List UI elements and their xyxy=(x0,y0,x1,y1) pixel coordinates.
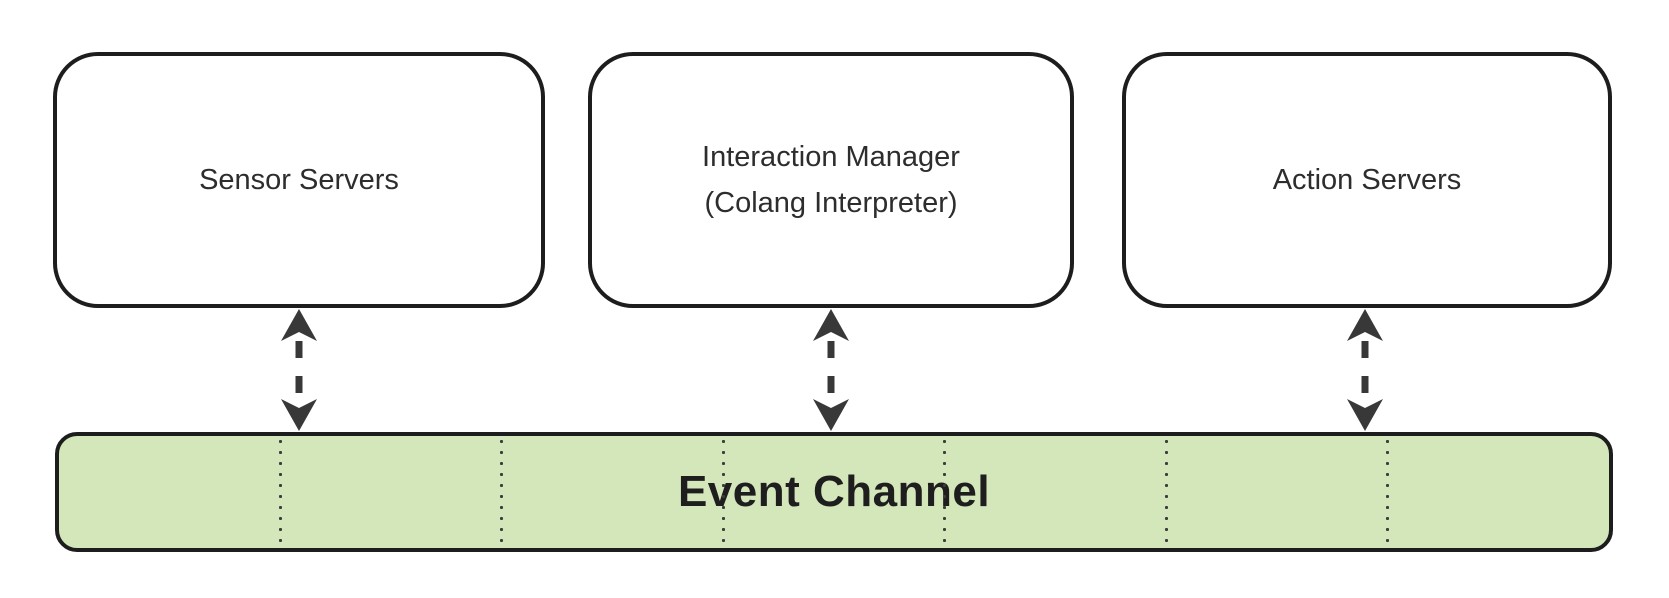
double-arrow-icon-manager-to-channel xyxy=(813,309,849,431)
node-sensor-servers: Sensor Servers xyxy=(53,52,545,308)
event-channel-bar: Event Channel xyxy=(55,432,1613,552)
node-sensor-servers-label: Sensor Servers xyxy=(199,163,399,196)
double-arrow-icon-sensor-to-channel xyxy=(281,309,317,431)
node-interaction-manager-label: Interaction Manager (Colang Interpreter) xyxy=(702,140,960,219)
channel-separator-dotted-line xyxy=(500,436,504,548)
channel-separator-dotted-line xyxy=(943,436,947,548)
double-arrow-icon-action-to-channel xyxy=(1347,309,1383,431)
channel-separator-dotted-line xyxy=(1164,436,1168,548)
node-interaction-manager: Interaction Manager (Colang Interpreter) xyxy=(588,52,1074,308)
channel-separator-dotted-line xyxy=(278,436,282,548)
node-action-servers-label: Action Servers xyxy=(1272,163,1462,196)
channel-separator-dotted-line xyxy=(721,436,725,548)
event-channel-label: Event Channel xyxy=(677,467,991,516)
channel-separator-dotted-line xyxy=(1386,436,1390,548)
node-action-servers: Action Servers xyxy=(1122,52,1612,308)
